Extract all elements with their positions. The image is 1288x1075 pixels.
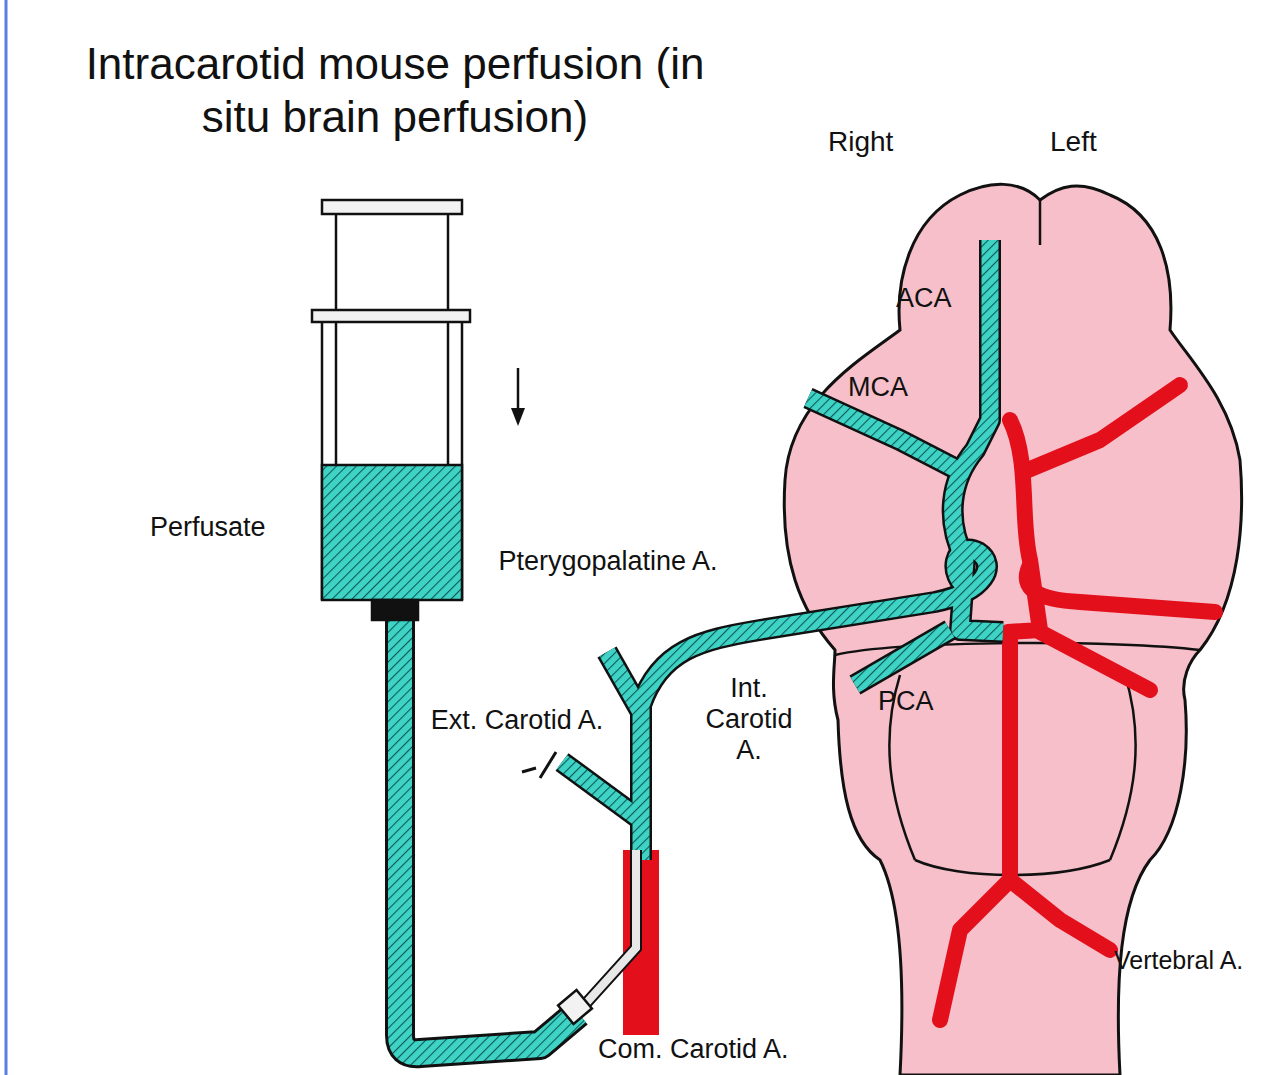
artery-label: Pterygopalatine A. xyxy=(478,546,738,577)
artery-label: Ext. Carotid A. xyxy=(412,705,622,736)
artery-label: Vertebral A. xyxy=(1114,946,1243,975)
vessel-outlines xyxy=(400,240,1003,1053)
syringe-label: Perfusate xyxy=(150,512,266,543)
red-vessels xyxy=(641,385,1215,1035)
artery-label: Com. Carotid A. xyxy=(598,1034,789,1065)
push-arrow xyxy=(511,368,525,426)
side-label: Left xyxy=(1050,126,1097,158)
artery-label: PCA xyxy=(878,686,934,717)
teal-vessels xyxy=(400,240,1003,1053)
syringe xyxy=(312,200,470,620)
catheter xyxy=(558,850,636,1024)
diagram-title: Intracarotid mouse perfusion (in situ br… xyxy=(50,38,740,144)
artery-label: Int. Carotid A. xyxy=(690,673,808,766)
frame-edge xyxy=(5,0,8,1075)
artery-label: MCA xyxy=(848,372,908,403)
brain-outline xyxy=(784,184,1241,1075)
side-label: Right xyxy=(828,126,893,158)
artery-label: ACA xyxy=(896,283,952,314)
ligature-tie xyxy=(522,752,556,778)
